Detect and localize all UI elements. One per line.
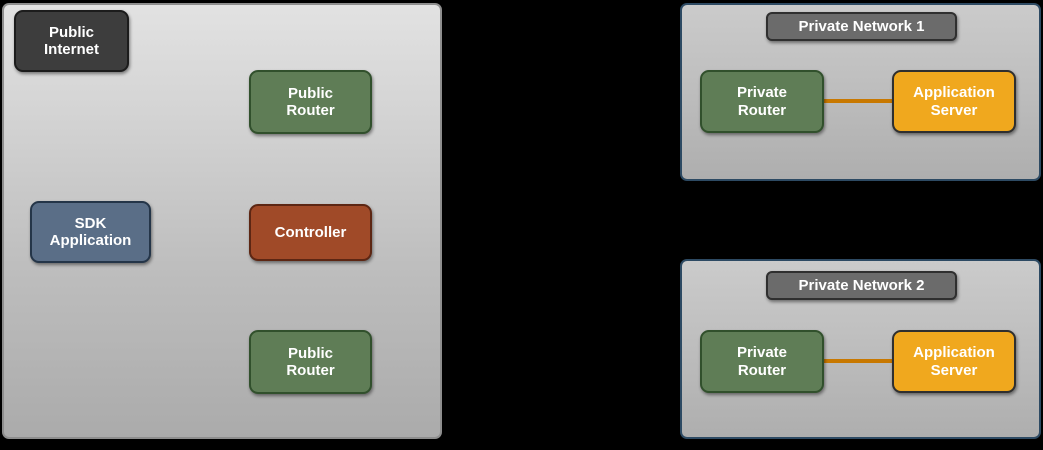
node-public-router-bottom-label: Public Router [286, 344, 335, 379]
node-application-server-1[interactable]: Application Server [892, 70, 1016, 133]
link-private-router-1-to-application-server-1 [820, 99, 896, 103]
node-application-server-2[interactable]: Application Server [892, 330, 1016, 393]
private-network-1-title-label: Private Network 1 [798, 18, 925, 35]
node-sdk-application[interactable]: SDK Application [30, 201, 151, 263]
node-private-router-1-label: Private Router [736, 84, 788, 119]
node-private-router-2-label: Private Router [736, 344, 788, 379]
node-application-server-2-label: Application Server [913, 344, 995, 379]
node-public-internet-label: Public Internet [43, 23, 99, 58]
node-public-router-top-label: Public Router [286, 84, 335, 119]
private-network-1-title: Private Network 1 [766, 12, 957, 41]
node-sdk-application-label: SDK Application [49, 214, 132, 249]
node-controller-label: Controller [274, 223, 347, 241]
private-network-2-title: Private Network 2 [766, 271, 957, 300]
link-private-router-2-to-application-server-2 [820, 359, 896, 363]
private-network-2-title-label: Private Network 2 [798, 277, 925, 294]
node-public-router-top[interactable]: Public Router [249, 70, 372, 134]
node-private-router-1[interactable]: Private Router [700, 70, 824, 133]
node-public-internet[interactable]: Public Internet [14, 10, 129, 72]
node-controller[interactable]: Controller [249, 204, 372, 261]
node-application-server-1-label: Application Server [913, 84, 995, 119]
node-public-router-bottom[interactable]: Public Router [249, 330, 372, 394]
node-private-router-2[interactable]: Private Router [700, 330, 824, 393]
